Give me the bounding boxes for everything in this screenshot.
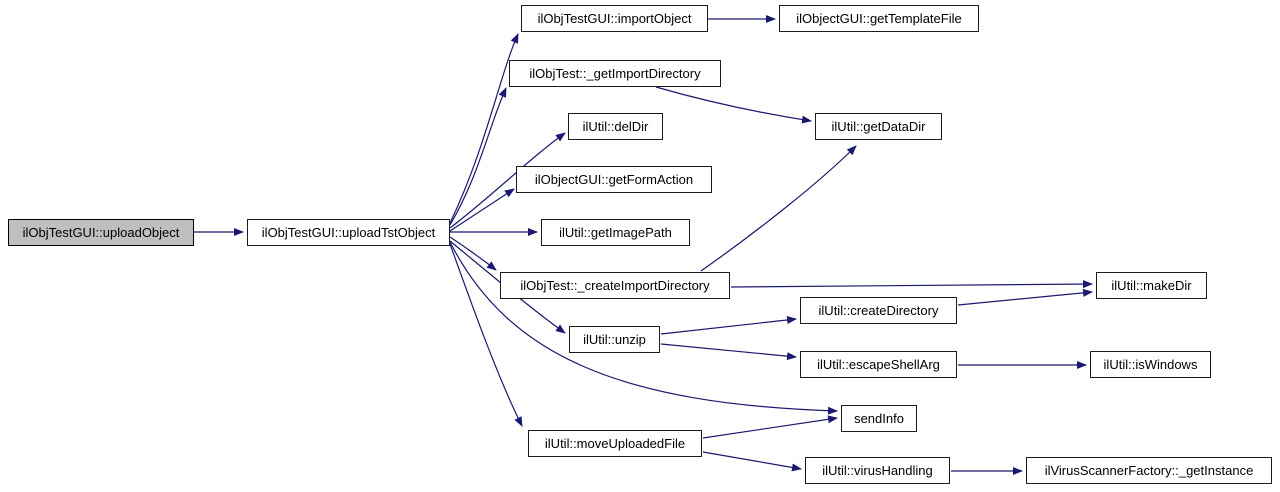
graph-node-unzip[interactable]: ilUtil::unzip (569, 326, 660, 353)
graph-node-virusHandling[interactable]: ilUtil::virusHandling (805, 457, 950, 484)
graph-node-getInstance[interactable]: ilVirusScannerFactory::_getInstance (1026, 457, 1272, 484)
edge-uploadTstObject-to-moveUploadedFile (449, 243, 523, 427)
edge-uploadTstObject-to-getFormAction (449, 188, 515, 232)
graph-node-importObject[interactable]: ilObjTestGUI::importObject (521, 5, 708, 32)
edge-createDirectory-to-makeDir (957, 288, 1093, 306)
graph-node-moveUploadedFile[interactable]: ilUtil::moveUploadedFile (528, 430, 702, 457)
edge-getImportDirectory-to-getDataDir (655, 86, 812, 124)
edge-createImportDirectory-to-getDataDir (700, 145, 857, 272)
edge-moveUploadedFile-to-sendInfo (702, 415, 838, 439)
graph-node-createImportDirectory[interactable]: ilObjTest::_createImportDirectory (500, 272, 730, 299)
graph-node-escapeShellArg[interactable]: ilUtil::escapeShellArg (800, 351, 957, 378)
graph-node-createDirectory[interactable]: ilUtil::createDirectory (800, 297, 957, 324)
edge-uploadTstObject-to-sendInfo (449, 241, 838, 415)
edge-group (194, 15, 1093, 475)
edge-uploadTstObject-to-importObject (449, 33, 519, 224)
edge-uploadTstObject-to-delDir (449, 132, 566, 229)
edge-uploadTstObject-to-getImportDirectory (449, 87, 507, 226)
graph-node-makeDir[interactable]: ilUtil::makeDir (1096, 272, 1207, 299)
edge-unzip-to-createDirectory (660, 316, 797, 335)
graph-node-sendInfo[interactable]: sendInfo (841, 405, 917, 432)
graph-node-uploadObject[interactable]: ilObjTestGUI::uploadObject (8, 219, 194, 246)
graph-node-getFormAction[interactable]: ilObjectGUI::getFormAction (516, 166, 712, 193)
edge-moveUploadedFile-to-virusHandling (702, 451, 802, 472)
edge-uploadTstObject-to-createImportDirectory (449, 236, 497, 271)
edge-unzip-to-escapeShellArg (660, 343, 797, 361)
graph-node-getImportDirectory[interactable]: ilObjTest::_getImportDirectory (509, 60, 721, 87)
graph-node-isWindows[interactable]: ilUtil::isWindows (1090, 351, 1211, 378)
graph-node-uploadTstObject[interactable]: ilObjTestGUI::uploadTstObject (247, 219, 450, 246)
graph-node-getDataDir[interactable]: ilUtil::getDataDir (815, 113, 942, 140)
edge-createImportDirectory-to-makeDir (730, 280, 1093, 289)
graph-node-delDir[interactable]: ilUtil::delDir (568, 113, 663, 140)
graph-node-getImagePath[interactable]: ilUtil::getImagePath (541, 219, 690, 246)
graph-node-getTemplateFile[interactable]: ilObjectGUI::getTemplateFile (779, 5, 979, 32)
